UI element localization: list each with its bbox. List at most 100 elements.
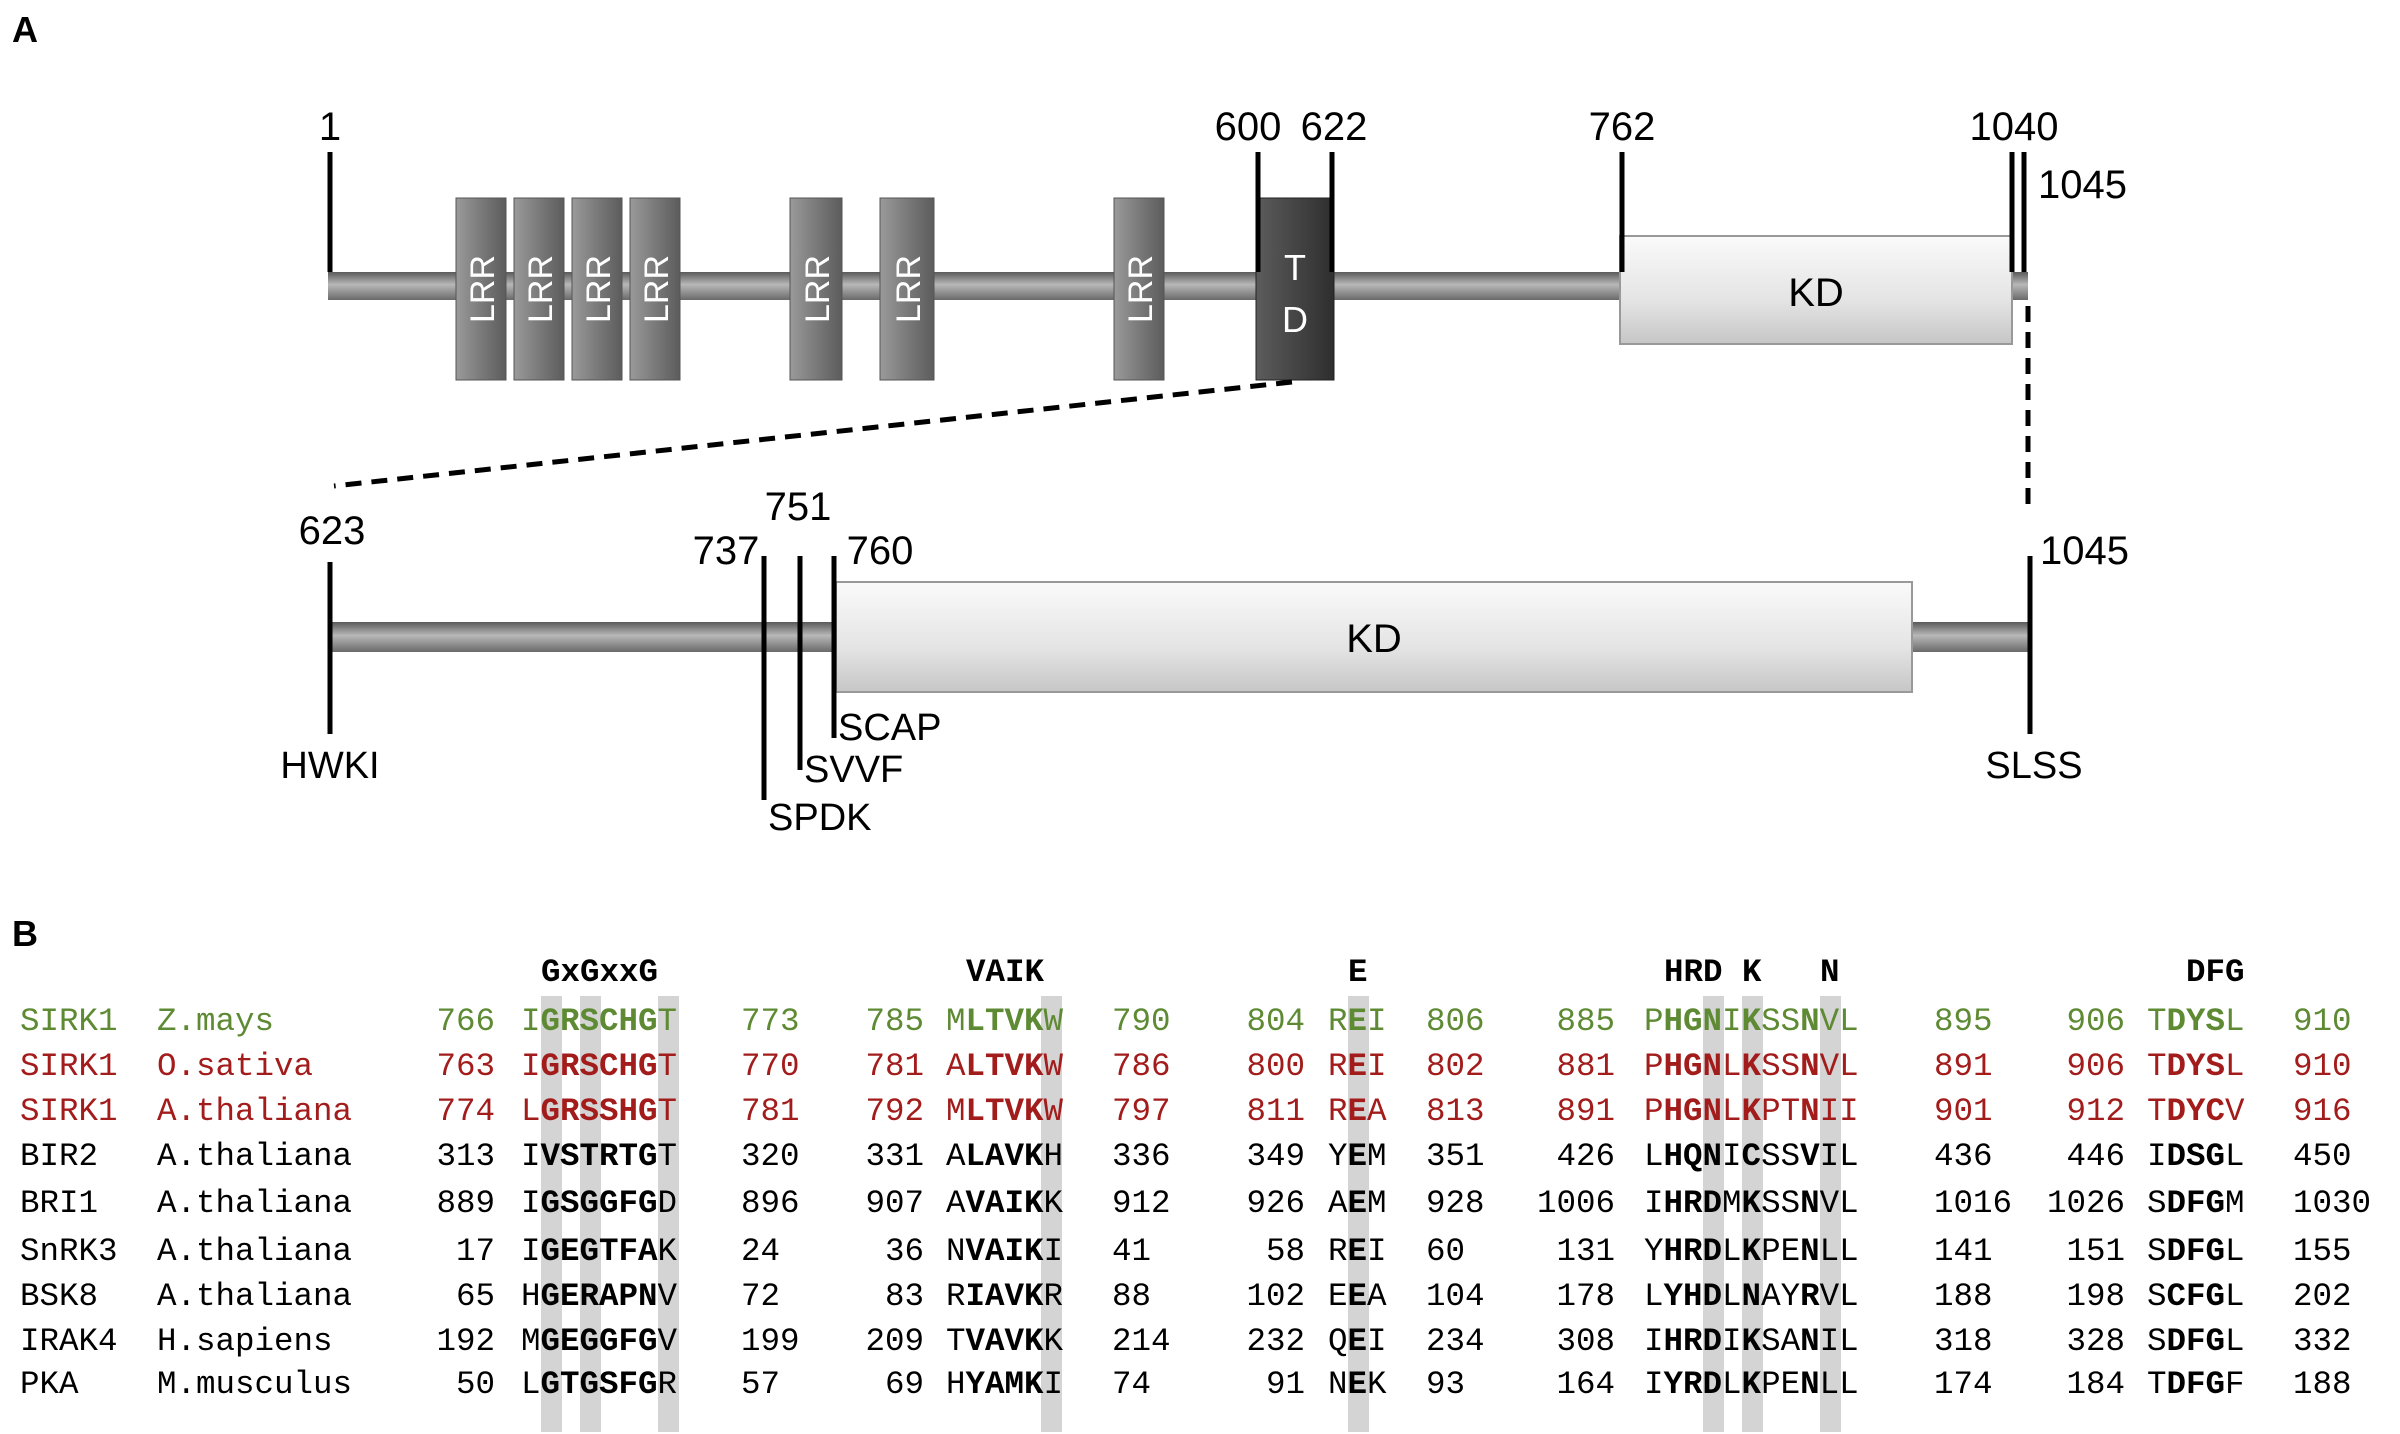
segment-end: 155 [2293, 1233, 2352, 1270]
top-position-ticks [327, 152, 2027, 272]
segment-start: 328 [2066, 1323, 2125, 1360]
position-label: 622 [1301, 105, 1368, 149]
motif-header: K [1742, 954, 1762, 991]
segment-start: 65 [456, 1278, 495, 1315]
segment-end: 332 [2293, 1323, 2352, 1360]
motif-headers: GxGxxG VAIK E HRD K N DFG [541, 954, 2245, 991]
kd-label: KD [1346, 617, 1402, 661]
segment-end: 910 [2293, 1048, 2352, 1085]
segment-sequence: HYAMKI [946, 1366, 1063, 1403]
segment-sequence: REI [1328, 1233, 1387, 1270]
position-label: 1045 [2038, 163, 2127, 207]
segment-start: 912 [2066, 1093, 2125, 1130]
motif-header: GxGxxG [541, 954, 658, 991]
species-name: Z.mays [157, 1003, 274, 1040]
segment-start: 17 [456, 1233, 495, 1270]
segment-sequence: IGRSCHGT [521, 1048, 677, 1085]
segment-end: 24 [741, 1233, 780, 1270]
segment-sequence: LYHDLNAYRVL [1644, 1278, 1859, 1315]
lrr-domain: LRR [513, 197, 565, 381]
species-name: M.musculus [157, 1366, 352, 1403]
segment-sequence: RIAVKR [946, 1278, 1063, 1315]
segment-sequence: MGEGGFGV [521, 1323, 678, 1360]
kd-label: KD [1788, 271, 1844, 315]
segment-sequence: SCFGL [2147, 1278, 2245, 1315]
segment-sequence: EEA [1328, 1278, 1387, 1315]
segment-sequence: IGEGTFAK [521, 1233, 678, 1270]
protein-name: PKA [20, 1366, 79, 1403]
motif-label: SCAP [838, 707, 941, 749]
segment-start: 426 [1556, 1138, 1615, 1175]
motif-label: SVVF [804, 749, 903, 791]
segment-start: 885 [1556, 1003, 1615, 1040]
segment-start: 232 [1246, 1323, 1305, 1360]
segment-end: 436 [1934, 1138, 1993, 1175]
motif-label: SLSS [1985, 745, 2082, 787]
segment-start: 446 [2066, 1138, 2125, 1175]
segment-end: 57 [741, 1366, 780, 1403]
segment-end: 202 [2293, 1278, 2352, 1315]
species-name: A.thaliana [157, 1185, 352, 1222]
segment-sequence: SDFGL [2147, 1233, 2245, 1270]
segment-end: 797 [1112, 1093, 1171, 1130]
segment-end: 1030 [2293, 1185, 2371, 1222]
lrr-domains: LRR LRR LRR LRR LRR LRR [455, 197, 1165, 381]
motif-label: SPDK [768, 797, 871, 839]
conserved-column-shading [541, 996, 1841, 1432]
segment-sequence: REI [1328, 1003, 1387, 1040]
segment-start: 891 [1556, 1093, 1615, 1130]
position-label: 1 [319, 105, 341, 149]
bottom-position-ticks [327, 556, 2033, 800]
segment-sequence: IHRDMKSSNVL [1644, 1185, 1859, 1222]
lrr-label: LRR [522, 255, 560, 323]
segment-end: 336 [1112, 1138, 1171, 1175]
segment-end: 786 [1112, 1048, 1171, 1085]
segment-end: 60 [1426, 1233, 1465, 1270]
lrr-domain: LRR [455, 197, 507, 381]
zoom-connectors [333, 306, 2031, 512]
segment-end: 188 [2293, 1366, 2352, 1403]
species-name: A.thaliana [157, 1233, 352, 1270]
protein-name: SnRK3 [20, 1233, 118, 1270]
segment-sequence: AVAIKK [946, 1185, 1064, 1222]
position-label: 1040 [1970, 105, 2059, 149]
segment-start: 131 [1556, 1233, 1615, 1270]
segment-end: 318 [1934, 1323, 1993, 1360]
segment-start: 164 [1556, 1366, 1615, 1403]
segment-end: 813 [1426, 1093, 1485, 1130]
segment-end: 88 [1112, 1278, 1151, 1315]
segment-start: 907 [865, 1185, 924, 1222]
segment-sequence: MLTVKW [946, 1093, 1064, 1130]
segment-start: 198 [2066, 1278, 2125, 1315]
segment-end: 912 [1112, 1185, 1171, 1222]
segment-start: 763 [436, 1048, 495, 1085]
segment-sequence: AEM [1328, 1185, 1387, 1222]
motif-header: N [1820, 954, 1840, 991]
position-label: 760 [847, 529, 914, 573]
segment-end: 896 [741, 1185, 800, 1222]
segment-end: 901 [1934, 1093, 1993, 1130]
segment-end: 72 [741, 1278, 780, 1315]
lrr-domain: LRR [1113, 197, 1165, 381]
segment-start: 881 [1556, 1048, 1615, 1085]
segment-sequence: HGERAPNV [521, 1278, 678, 1315]
segment-end: 141 [1934, 1233, 1993, 1270]
motif-label: HWKI [280, 745, 379, 787]
segment-start: 906 [2066, 1048, 2125, 1085]
protein-name: SIRK1 [20, 1003, 118, 1040]
segment-end: 234 [1426, 1323, 1485, 1360]
segment-start: 178 [1556, 1278, 1615, 1315]
segment-sequence: IGRSCHGT [521, 1003, 677, 1040]
segment-sequence: IGSGGFGD [521, 1185, 677, 1222]
top-domain-diagram: LRR LRR LRR LRR LRR LRR [319, 105, 2127, 381]
segment-sequence: LGRSSHGT [521, 1093, 677, 1130]
motif-header: DFG [2186, 954, 2245, 991]
segment-start: 811 [1246, 1093, 1305, 1130]
segment-start: 83 [885, 1278, 924, 1315]
